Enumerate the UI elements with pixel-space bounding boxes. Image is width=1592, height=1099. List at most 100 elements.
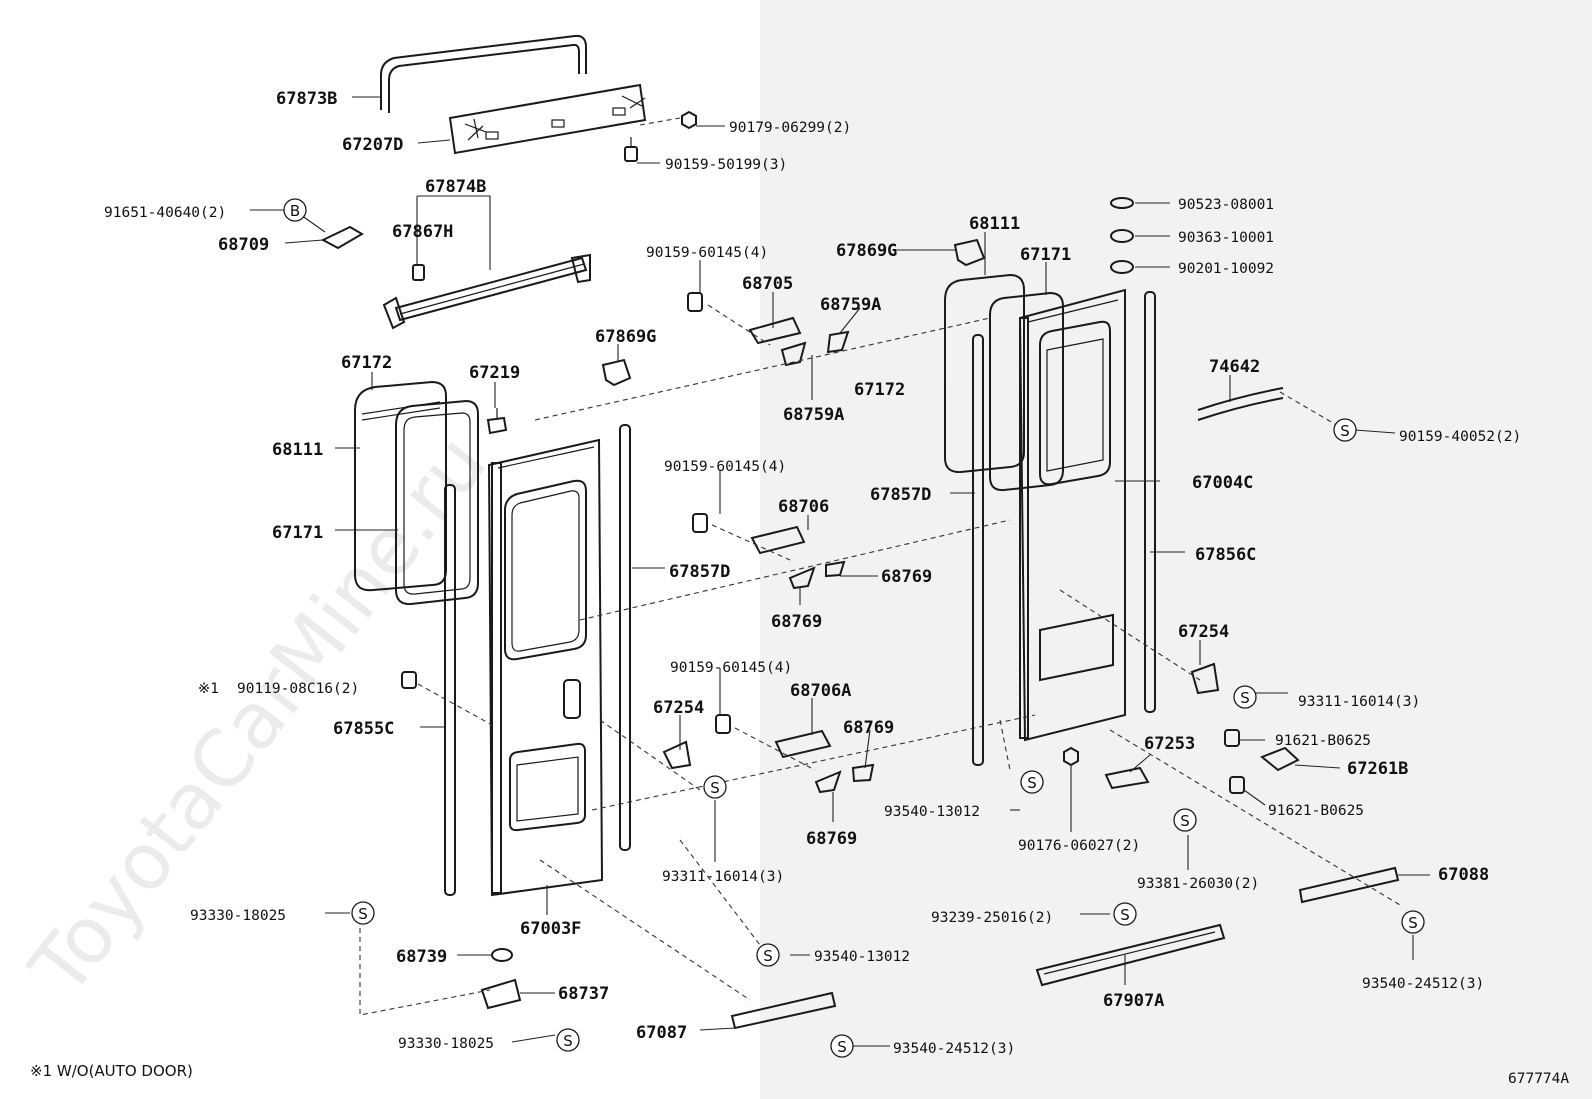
label-67261B: 67261B bbox=[1347, 759, 1408, 779]
label-68769-b: 68769 bbox=[771, 612, 822, 632]
catch-67254-left bbox=[662, 740, 692, 770]
window-68111-right bbox=[944, 273, 1025, 474]
label-90159-60145-a: 90159-60145(4) bbox=[646, 245, 768, 261]
label-67172-b: 67172 bbox=[854, 380, 905, 400]
label-93540-13012-a: 93540-13012 bbox=[884, 804, 980, 820]
symbol-s-93381: S bbox=[1173, 808, 1197, 832]
label-91621-B0625-b: 91621-B0625 bbox=[1268, 803, 1364, 819]
label-93311-16014-a: 93311-16014(3) bbox=[1298, 694, 1420, 710]
label-67207D: 67207D bbox=[342, 135, 403, 155]
label-67867H: 67867H bbox=[392, 222, 453, 242]
footnote: ※1 W/O(AUTO DOOR) bbox=[30, 1062, 193, 1080]
label-93311-16014-b: 93311-16014(3) bbox=[662, 869, 784, 885]
label-90363-10001: 90363-10001 bbox=[1178, 230, 1274, 246]
part-68739 bbox=[491, 948, 513, 962]
label-67088: 67088 bbox=[1438, 865, 1489, 885]
symbol-s-93239: S bbox=[1113, 902, 1137, 926]
label-67172-a: 67172 bbox=[341, 353, 392, 373]
part-67874B-rail bbox=[382, 253, 591, 330]
window-67171-left bbox=[395, 399, 479, 606]
label-90159-40052: 90159-40052(2) bbox=[1399, 429, 1521, 445]
svg-text:B: B bbox=[290, 202, 300, 220]
label-67254-b: 67254 bbox=[653, 698, 704, 718]
label-68739: 68739 bbox=[396, 947, 447, 967]
seal-67855C bbox=[444, 484, 456, 896]
bolt-90119 bbox=[401, 671, 417, 689]
sill-67907A bbox=[1035, 923, 1226, 987]
symbol-s-93311-left: S bbox=[703, 775, 727, 799]
symbol-s-93540-13012-b: S bbox=[756, 943, 780, 967]
label-67004C: 67004C bbox=[1192, 473, 1253, 493]
label-93330-18025-a: 93330-18025 bbox=[190, 908, 286, 924]
label-68737: 68737 bbox=[558, 984, 609, 1004]
label-68111-b: 68111 bbox=[272, 440, 323, 460]
symbol-s-93540-24512-a: S bbox=[1401, 910, 1425, 934]
leader-lines bbox=[250, 96, 1430, 1047]
bolts-91621 bbox=[1224, 729, 1245, 794]
label-67856C: 67856C bbox=[1195, 545, 1256, 565]
svg-text:S: S bbox=[1027, 774, 1037, 792]
label-67874B: 67874B bbox=[425, 177, 486, 197]
part-67207D-plate bbox=[448, 83, 647, 155]
grip-74642 bbox=[1197, 387, 1284, 421]
window-67171-right bbox=[989, 291, 1064, 492]
clip-67869G-left bbox=[601, 358, 632, 387]
label-67857D-a: 67857D bbox=[669, 562, 730, 582]
label-67253: 67253 bbox=[1144, 734, 1195, 754]
label-90159-60145-b: 90159-60145(4) bbox=[664, 459, 786, 475]
label-67907A: 67907A bbox=[1103, 991, 1164, 1011]
label-67219: 67219 bbox=[469, 363, 520, 383]
label-93540-24512-b: 93540-24512(3) bbox=[893, 1041, 1015, 1057]
clip-67869G-right bbox=[953, 238, 986, 267]
label-91651-40640: 91651-40640(2) bbox=[104, 205, 226, 221]
label-68709: 68709 bbox=[218, 235, 269, 255]
label-74642: 74642 bbox=[1209, 357, 1260, 377]
svg-text:S: S bbox=[1180, 812, 1190, 830]
label-68706: 68706 bbox=[778, 497, 829, 517]
hinge-68706A bbox=[715, 714, 875, 794]
label-67869G-a: 67869G bbox=[595, 327, 656, 347]
label-67171-a: 67171 bbox=[1020, 245, 1071, 265]
symbol-s-90159-40052: S bbox=[1333, 418, 1357, 442]
svg-text:S: S bbox=[358, 905, 368, 923]
label-67855C: 67855C bbox=[333, 719, 394, 739]
label-67171-b: 67171 bbox=[272, 523, 323, 543]
nut-90176 bbox=[1063, 746, 1079, 767]
label-67869G-b: 67869G bbox=[836, 241, 897, 261]
symbol-s-93330-a: S bbox=[351, 901, 375, 925]
label-68769-d: 68769 bbox=[806, 829, 857, 849]
label-68769-a: 68769 bbox=[881, 567, 932, 587]
seal-67857D-right bbox=[972, 334, 984, 766]
part-labels: 67873B 67207D 90179-06299(2) 90159-50199… bbox=[104, 89, 1521, 1057]
label-93540-13012-b: 93540-13012 bbox=[814, 949, 910, 965]
label-67254-a: 67254 bbox=[1178, 622, 1229, 642]
symbol-s-93311-right: S bbox=[1233, 685, 1257, 709]
symbol-s-93540-24512-b: S bbox=[830, 1034, 854, 1058]
washers-right-top bbox=[1110, 197, 1134, 274]
symbol-s-93540-13012-a: S bbox=[1020, 770, 1044, 794]
label-93239-25016: 93239-25016(2) bbox=[931, 910, 1053, 926]
part-68737 bbox=[480, 978, 522, 1010]
nut-90179 bbox=[681, 110, 697, 130]
catch-67254-right bbox=[1190, 662, 1220, 695]
label-90523-08001: 90523-08001 bbox=[1178, 197, 1274, 213]
label-91621-B0625-a: 91621-B0625 bbox=[1275, 733, 1371, 749]
bolt-90159-50199 bbox=[624, 137, 638, 162]
symbol-s-93330-b: S bbox=[556, 1028, 580, 1052]
right-background-panel bbox=[760, 0, 1592, 1099]
svg-text:S: S bbox=[1120, 906, 1130, 924]
label-67857D-b: 67857D bbox=[870, 485, 931, 505]
bracket-67088 bbox=[1298, 866, 1400, 904]
hinge-68706 bbox=[692, 513, 846, 590]
label-93381-26030: 93381-26030(2) bbox=[1137, 876, 1259, 892]
label-67087: 67087 bbox=[636, 1023, 687, 1043]
label-68769-c: 68769 bbox=[843, 718, 894, 738]
part-68709 bbox=[320, 225, 364, 250]
label-90159-50199: 90159-50199(3) bbox=[665, 157, 787, 173]
part-67003F-left-door bbox=[487, 438, 604, 897]
label-90201-10092: 90201-10092 bbox=[1178, 261, 1274, 277]
label-90179-06299: 90179-06299(2) bbox=[729, 120, 851, 136]
seal-67857D-left bbox=[619, 424, 631, 851]
svg-text:S: S bbox=[1408, 914, 1418, 932]
